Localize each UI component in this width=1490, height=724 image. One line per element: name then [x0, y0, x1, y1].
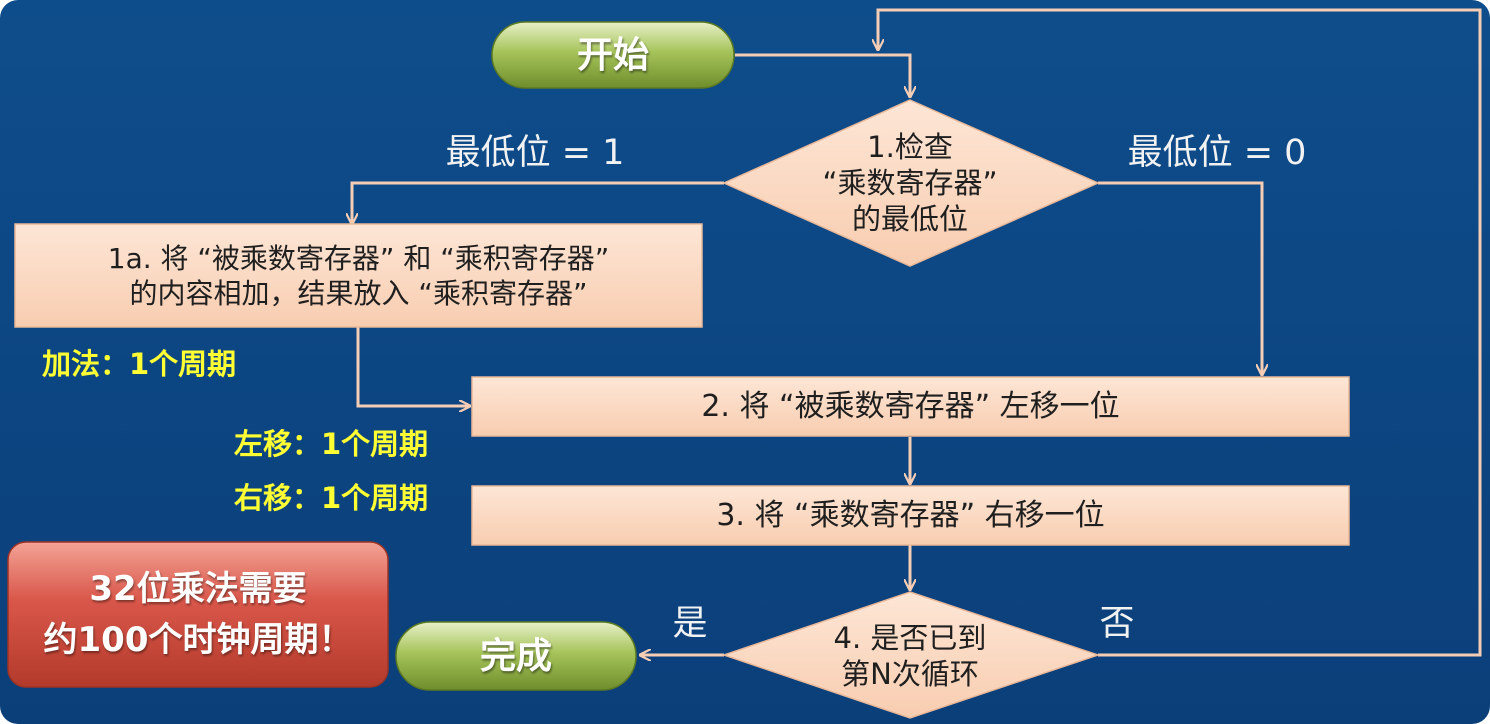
connector-loop-back — [878, 8, 1482, 657]
note-add-cycles: 加法：1个周期 — [42, 346, 237, 381]
step2-box — [471, 376, 1350, 437]
step3-text: 3. 将 “乘数寄存器” 右移一位 — [716, 497, 1105, 533]
done-label: 完成 — [479, 635, 552, 677]
loop-check-text: 4. 是否已到 第N次循环 — [790, 610, 1030, 702]
callout-line2: 约100个时钟周期！ — [43, 619, 353, 660]
loop-check-diamond — [721, 591, 1101, 719]
callout-text: 32位乘法需要 约100个时钟周期！ — [8, 542, 388, 687]
note-shift-right-cycles: 右移：1个周期 — [234, 480, 429, 515]
check-lsb-diamond — [722, 99, 1100, 267]
connector-lsb1 — [352, 181, 724, 224]
step1a-box — [14, 223, 703, 328]
step2-text: 2. 将 “被乘数寄存器” 左移一位 — [701, 388, 1120, 424]
connector-1a-to-step2 — [356, 327, 470, 406]
connector-lsb0 — [1098, 181, 1262, 375]
callout-line1: 32位乘法需要 — [89, 568, 307, 609]
branch-label-lsb0: 最低位 = 0 — [1127, 133, 1307, 174]
step1a-line2: 的内容相加，结果放入 “乘积寄存器” — [129, 276, 588, 310]
step3-box — [471, 485, 1350, 546]
done-node — [395, 621, 637, 691]
check-lsb-line3: 的最低位 — [851, 202, 968, 237]
no-label: 否 — [1099, 604, 1135, 645]
branch-label-lsb1: 最低位 = 1 — [445, 133, 625, 174]
check-lsb-line2: “乘数寄存器” — [822, 165, 998, 200]
step1a-line1: 1a. 将 “被乘数寄存器” 和 “乘积寄存器” — [107, 241, 610, 275]
note-shift-left-cycles: 左移：1个周期 — [234, 426, 429, 461]
start-node — [491, 21, 735, 89]
yes-label: 是 — [672, 604, 708, 645]
check-lsb-text: 1.检查 “乘数寄存器” 的最低位 — [780, 118, 1040, 248]
loop-check-line2: 第N次循环 — [841, 657, 979, 691]
step1a-text: 1a. 将 “被乘数寄存器” 和 “乘积寄存器” 的内容相加，结果放入 “乘积寄… — [15, 224, 702, 327]
check-lsb-line1: 1.检查 — [867, 129, 953, 164]
start-label: 开始 — [576, 34, 649, 76]
loop-check-line1: 4. 是否已到 — [833, 620, 987, 655]
connector-start-to-check — [735, 53, 910, 97]
callout-box — [7, 541, 389, 688]
